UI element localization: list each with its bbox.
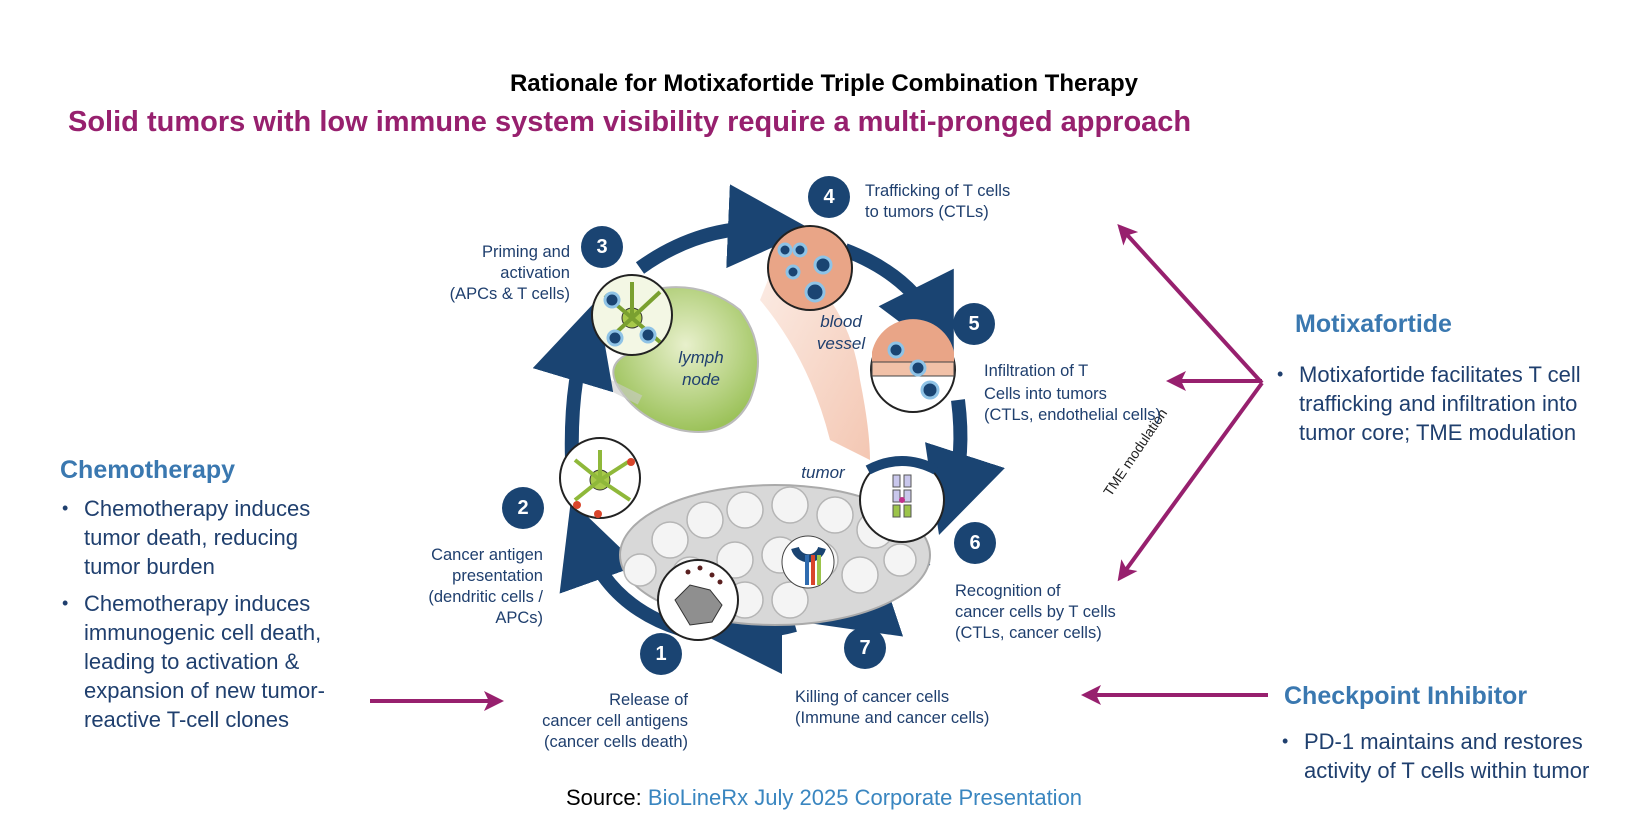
inset-step-5-infiltration — [870, 319, 956, 413]
inset-step-2-dendritic — [559, 437, 641, 519]
step-badge-7: 7 — [844, 627, 886, 669]
arc-4-to-5 — [842, 243, 954, 363]
step-badge-1: 1 — [640, 633, 682, 675]
arrow-to-step-6 — [1117, 381, 1264, 582]
lymph-node-label-line: node — [682, 370, 720, 389]
checkpoint-bullet: PD-1 maintains and restores activity of … — [1280, 727, 1640, 785]
step-badge-2: 2 — [502, 487, 544, 529]
inset-step-1-antigen-release — [657, 559, 739, 641]
step-6-line: cancer cells by T cells — [955, 603, 1116, 621]
inset-step-6-recognition — [859, 456, 945, 543]
step-6-line: (CTLs, cancer cells) — [955, 624, 1102, 642]
step-badge-4: 4 — [808, 176, 850, 218]
step-label-4: Trafficking of T cells to tumors (CTLs) — [865, 181, 1010, 223]
step-7-line: Killing of cancer cells — [795, 688, 950, 706]
arc-5-to-6 — [925, 399, 1005, 535]
step-4-line: to tumors (CTLs) — [865, 203, 989, 221]
arrow-to-step-4 — [1117, 224, 1264, 385]
step-5-line: Cells into tumors — [984, 385, 1107, 403]
chemotherapy-bullet: Chemotherapy induces immunogenic cell de… — [60, 589, 360, 734]
step-2-line: presentation — [452, 567, 543, 585]
step-3-line: (APCs & T cells) — [449, 285, 570, 303]
step-3-line: Priming and — [481, 243, 570, 261]
blood-vessel-label: blood vessel — [805, 311, 877, 355]
step-6-line: Recognition of — [955, 582, 1061, 600]
motixafortide-bullets: Motixafortide facilitates T cell traffic… — [1275, 360, 1615, 455]
source-line: Source: BioLineRx July 2025 Corporate Pr… — [0, 785, 1648, 811]
blood-vessel-label-line: vessel — [816, 334, 866, 353]
step-4-line: Trafficking of T cells — [865, 182, 1011, 200]
step-badge-3: 3 — [581, 226, 623, 268]
lymph-node-label: lymph node — [665, 347, 737, 391]
motixafortide-bullet: Motixafortide facilitates T cell traffic… — [1275, 360, 1615, 447]
inset-step-4-trafficking — [767, 225, 853, 311]
inset-step-3-priming — [591, 274, 673, 356]
step-2-line: APCs) — [495, 609, 543, 627]
arc-3-to-4 — [635, 184, 812, 274]
arc-7-to-1 — [698, 589, 797, 674]
chemotherapy-bullets: Chemotherapy induces tumor death, reduci… — [60, 494, 360, 742]
motixafortide-heading: Motixafortide — [1295, 310, 1452, 338]
step-1-line: cancer cell antigens — [542, 712, 688, 730]
inset-step-7-killing — [781, 535, 835, 589]
step-label-5: Infiltration of T Cells into tumors (CTL… — [984, 358, 1161, 426]
step-label-2: Cancer antigen presentation (dendritic c… — [380, 545, 543, 629]
step-1-line: Release of — [609, 691, 688, 709]
step-label-1: Release of cancer cell antigens (cancer … — [480, 690, 688, 753]
checkpoint-heading: Checkpoint Inhibitor — [1284, 682, 1528, 710]
step-5-line: Infiltration of T — [984, 362, 1089, 380]
slide-subtitle: Solid tumors with low immune system visi… — [68, 106, 1192, 138]
lymph-node-label-line: lymph — [678, 348, 724, 367]
step-3-line: activation — [500, 264, 570, 282]
source-label: Source: — [565, 785, 642, 810]
step-label-3: Priming and activation (APCs & T cells) — [400, 242, 570, 305]
step-label-6: Recognition of cancer cells by T cells (… — [955, 581, 1116, 644]
blood-vessel-label-line: blood — [820, 312, 862, 331]
step-badge-5: 5 — [953, 303, 995, 345]
tumor-label: tumor — [801, 463, 845, 482]
step-5-line: (CTLs, endothelial cells) — [984, 406, 1161, 424]
step-label-7: Killing of cancer cells (Immune and canc… — [795, 687, 989, 729]
checkpoint-bullets: PD-1 maintains and restores activity of … — [1280, 727, 1640, 793]
step-2-line: Cancer antigen — [431, 546, 543, 564]
arc-2-to-3 — [532, 299, 614, 461]
chemotherapy-bullet: Chemotherapy induces tumor death, reduci… — [60, 494, 360, 581]
source-link[interactable]: BioLineRx July 2025 Corporate Presentati… — [647, 785, 1083, 810]
step-2-line: (dendritic cells / — [428, 588, 543, 606]
slide-title: Rationale for Motixafortide Triple Combi… — [509, 70, 1139, 97]
step-badge-6: 6 — [954, 522, 996, 564]
step-1-line: (cancer cells death) — [544, 733, 688, 751]
chemotherapy-heading: Chemotherapy — [60, 456, 236, 484]
motixafortide-arrows — [1117, 224, 1264, 582]
step-7-line: (Immune and cancer cells) — [795, 709, 990, 727]
